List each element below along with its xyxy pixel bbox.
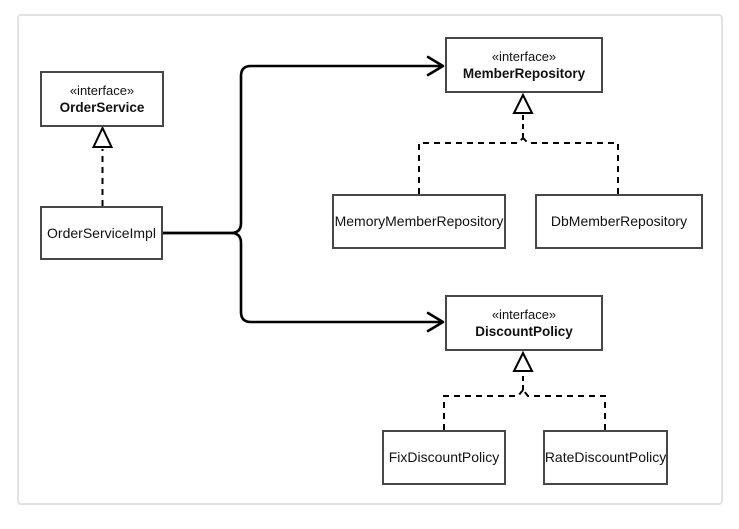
node-member-repository: «interface» MemberRepository: [445, 37, 603, 93]
class-name: RateDiscountPolicy: [544, 449, 667, 465]
node-rate-discount-policy: RateDiscountPolicy: [543, 430, 668, 485]
class-name: DiscountPolicy: [475, 323, 573, 339]
class-name: OrderService: [59, 99, 145, 115]
stereotype-label: «interface»: [69, 82, 135, 98]
stereotype-label: «interface»: [491, 306, 557, 322]
node-fix-discount-policy: FixDiscountPolicy: [382, 430, 506, 485]
node-order-service-impl: OrderServiceImpl: [40, 206, 163, 260]
class-name: DbMemberRepository: [550, 213, 688, 229]
class-name: FixDiscountPolicy: [388, 449, 500, 465]
node-order-service: «interface» OrderService: [40, 71, 164, 127]
node-memory-member-repository: MemoryMemberRepository: [332, 194, 506, 249]
node-discount-policy: «interface» DiscountPolicy: [445, 295, 603, 351]
class-name: OrderServiceImpl: [47, 224, 156, 241]
class-name: MemberRepository: [462, 65, 586, 81]
node-db-member-repository: DbMemberRepository: [535, 194, 703, 249]
class-name: MemoryMemberRepository: [334, 213, 504, 229]
stereotype-label: «interface»: [491, 48, 557, 64]
